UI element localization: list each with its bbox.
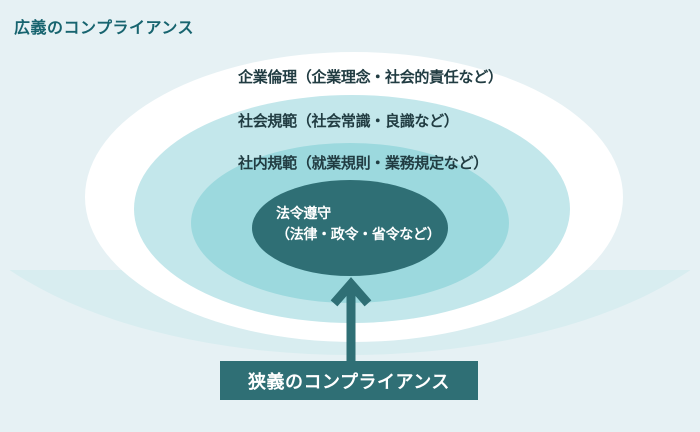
core-label: 法令遵守 （法律・政令・省令など） xyxy=(276,203,441,245)
ring-label-corporate-ethics: 企業倫理（企業理念・社会的責任など） xyxy=(238,69,503,86)
narrow-compliance-label: 狭義のコンプライアンス xyxy=(248,371,450,392)
core-label-line1: 法令遵守 xyxy=(276,205,331,221)
ring-label-internal-rules: 社内規範（就業規則・業務規定など） xyxy=(238,155,488,172)
up-arrow-icon xyxy=(330,277,372,361)
ring-label-social-norms: 社会規範（社会常識・良識など） xyxy=(238,113,459,130)
core-label-line2: （法律・政令・省令など） xyxy=(276,226,441,242)
core-legal-compliance-ellipse xyxy=(252,180,448,276)
page-title: 広義のコンプライアンス xyxy=(14,20,195,37)
narrow-compliance-callout: 狭義のコンプライアンス xyxy=(220,361,478,400)
